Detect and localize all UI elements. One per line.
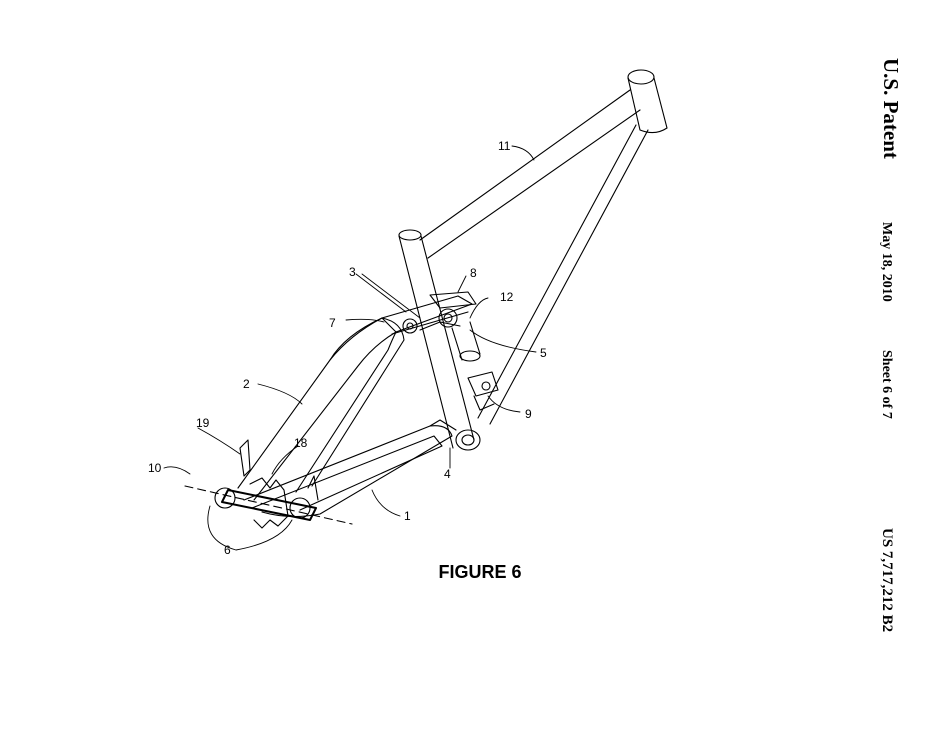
numeral-8: 8	[470, 266, 477, 280]
numeral-9: 9	[525, 407, 532, 421]
axis-line	[184, 485, 353, 525]
reference-numerals: 11 3 8 12 7 5 2 9 19 18 10 4 1 6	[148, 139, 547, 557]
numeral-6: 6	[224, 543, 231, 557]
rear-swingarm-lower	[243, 419, 457, 518]
numeral-19: 19	[196, 416, 210, 430]
numeral-4: 4	[444, 467, 451, 481]
patent-date: May 18, 2010	[879, 222, 894, 302]
numeral-12: 12	[500, 290, 514, 304]
patent-number: US 7,717,212 B2	[879, 528, 895, 633]
head-tube	[627, 69, 668, 134]
numeral-5: 5	[540, 346, 547, 360]
numeral-11: 11	[498, 139, 511, 153]
numeral-18: 18	[294, 436, 308, 450]
lower-link-bracket	[467, 371, 499, 411]
seat-tube	[398, 229, 475, 449]
shock-link-assembly	[381, 291, 481, 362]
numeral-3: 3	[349, 265, 356, 279]
numeral-10: 10	[148, 461, 162, 475]
patent-margin-header: U.S. Patent May 18, 2010 Sheet 6 of 7 US…	[878, 0, 908, 753]
numeral-7: 7	[329, 316, 336, 330]
sheet-number: Sheet 6 of 7	[879, 350, 894, 419]
patent-title: U.S. Patent	[879, 58, 903, 159]
numeral-1: 1	[404, 509, 411, 523]
rear-swingarm-upper	[237, 317, 405, 501]
bottom-bracket	[455, 429, 481, 451]
down-tube	[477, 124, 649, 425]
leader-lines	[163, 145, 537, 551]
top-tube	[419, 89, 641, 259]
figure-caption: FIGURE 6	[438, 562, 522, 582]
numeral-2: 2	[243, 377, 250, 391]
rear-axle-assembly	[214, 439, 319, 529]
